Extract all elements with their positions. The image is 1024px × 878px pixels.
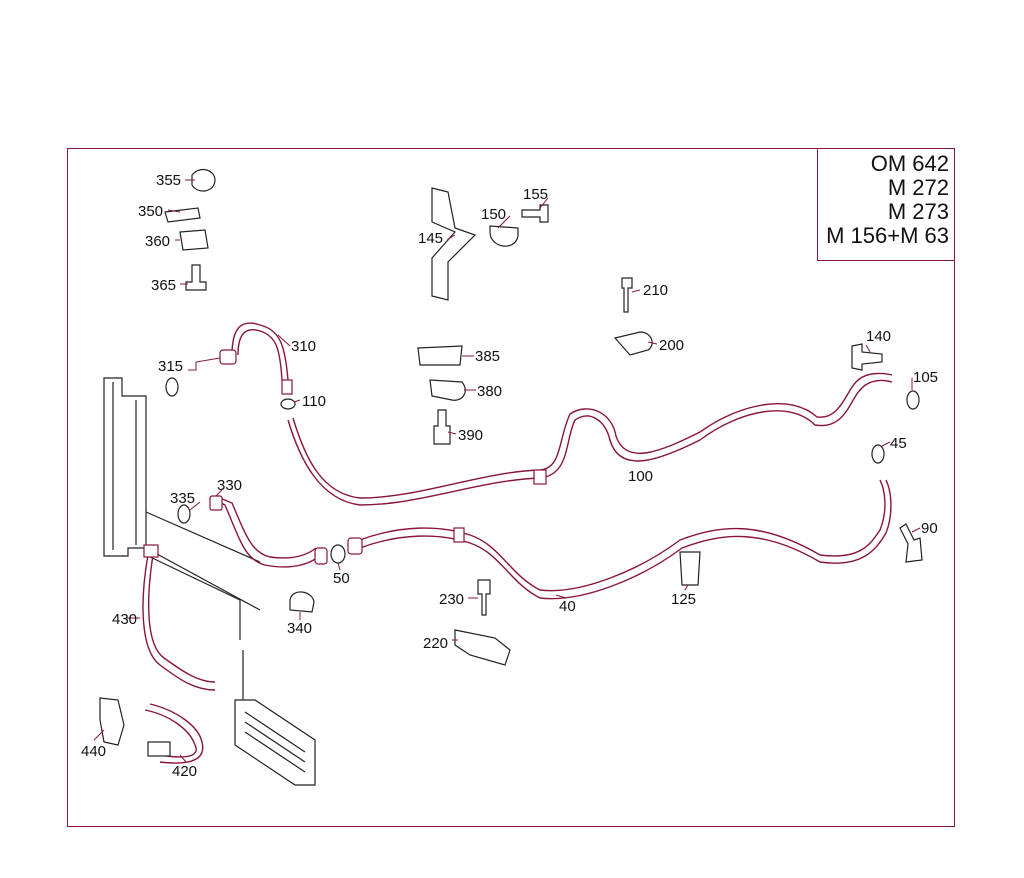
bolt-155 bbox=[521, 204, 549, 223]
callout-430: 430 bbox=[112, 611, 137, 628]
bolt-210 bbox=[621, 277, 633, 313]
callout-350: 350 bbox=[138, 203, 163, 220]
callout-380: 380 bbox=[477, 383, 502, 400]
seal-45 bbox=[871, 444, 885, 464]
clamp-340 bbox=[289, 591, 315, 613]
callout-335: 335 bbox=[170, 490, 195, 507]
callouts: 355 350 360 365 145 150 155 210 200 310 … bbox=[81, 172, 938, 780]
bolt-365 bbox=[185, 264, 207, 291]
callout-155: 155 bbox=[523, 186, 548, 203]
engine-variant-box: OM 642 M 272 M 273 M 156+M 63 bbox=[817, 148, 955, 261]
callout-90: 90 bbox=[921, 520, 938, 537]
callout-315: 315 bbox=[158, 358, 183, 375]
callout-230: 230 bbox=[439, 591, 464, 608]
seal-110 bbox=[280, 398, 296, 410]
clamp-380 bbox=[429, 379, 466, 401]
bracket-220 bbox=[454, 629, 511, 666]
callout-385: 385 bbox=[475, 348, 500, 365]
callout-420: 420 bbox=[172, 763, 197, 780]
callout-145: 145 bbox=[418, 230, 443, 247]
hose-420 bbox=[144, 703, 204, 764]
callout-365: 365 bbox=[151, 277, 176, 294]
bracket-360 bbox=[179, 229, 209, 251]
callout-200: 200 bbox=[659, 337, 684, 354]
hose-430 bbox=[142, 544, 216, 691]
callout-50: 50 bbox=[333, 570, 350, 587]
clamp-150 bbox=[489, 225, 519, 247]
engine-variant: M 273 bbox=[887, 199, 949, 224]
hose-40 bbox=[347, 479, 892, 600]
bolt-140 bbox=[851, 343, 883, 371]
callout-360: 360 bbox=[145, 233, 170, 250]
seal-105 bbox=[906, 390, 920, 410]
radiator bbox=[103, 377, 261, 640]
nut-385 bbox=[417, 345, 463, 366]
clamp-355 bbox=[191, 168, 216, 192]
diagram-frame bbox=[67, 148, 955, 827]
engine-variant: M 272 bbox=[887, 175, 949, 200]
bolt-390 bbox=[433, 409, 451, 445]
bolt-90 bbox=[899, 523, 923, 563]
callout-440: 440 bbox=[81, 743, 106, 760]
callout-110: 110 bbox=[302, 393, 326, 410]
callout-140: 140 bbox=[866, 328, 891, 345]
seal-315 bbox=[165, 377, 179, 397]
callout-105: 105 bbox=[913, 369, 938, 386]
seal-335 bbox=[177, 504, 191, 524]
seal-50 bbox=[330, 544, 346, 564]
callout-340: 340 bbox=[287, 620, 312, 637]
hose-100 bbox=[287, 372, 893, 506]
bracket-440 bbox=[99, 697, 125, 746]
callout-330: 330 bbox=[217, 477, 242, 494]
bracket-145 bbox=[431, 187, 477, 301]
leader-lines bbox=[93, 179, 921, 763]
callout-220: 220 bbox=[423, 635, 448, 652]
callout-40: 40 bbox=[559, 598, 576, 615]
hose-330 bbox=[209, 495, 328, 568]
engine-variant: OM 642 bbox=[870, 151, 949, 176]
callout-310: 310 bbox=[291, 338, 316, 355]
bolt-230 bbox=[477, 579, 491, 616]
engine-variant: M 156+M 63 bbox=[826, 223, 949, 248]
plate-350 bbox=[164, 207, 201, 223]
callout-125: 125 bbox=[671, 591, 696, 608]
callout-355: 355 bbox=[156, 172, 181, 189]
callout-210: 210 bbox=[643, 282, 668, 299]
oil-cooler bbox=[234, 650, 316, 786]
clamp-200 bbox=[613, 331, 653, 356]
clip-125 bbox=[679, 551, 701, 586]
callout-45: 45 bbox=[890, 435, 907, 452]
callout-390: 390 bbox=[458, 427, 483, 444]
callout-150: 150 bbox=[481, 206, 506, 223]
callout-100: 100 bbox=[628, 468, 653, 485]
hose-310 bbox=[219, 322, 293, 395]
